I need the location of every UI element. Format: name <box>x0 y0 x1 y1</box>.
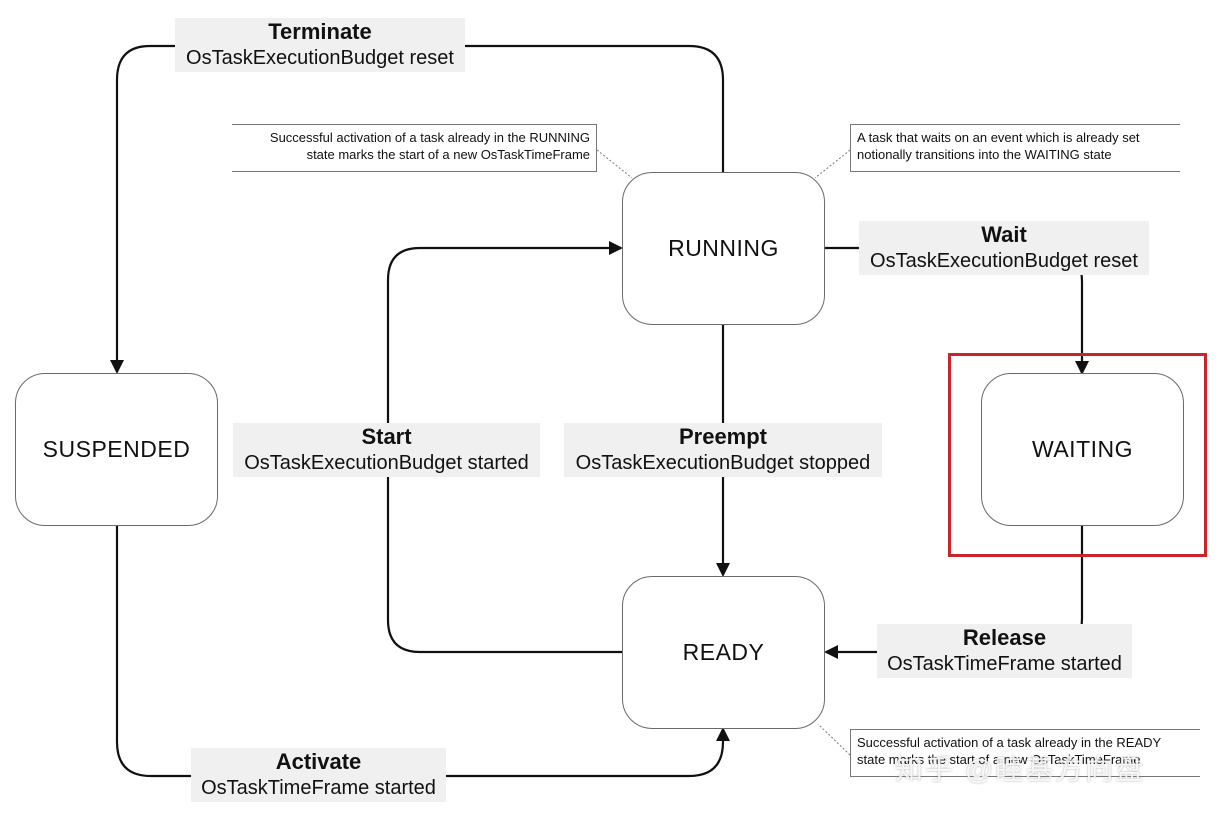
label-wait: Wait OsTaskExecutionBudget reset <box>859 221 1149 275</box>
label-release-title: Release <box>962 625 1047 650</box>
note-running-activation-line1: Successful activation of a task already … <box>269 130 590 145</box>
note-wait-event-line1: A task that waits on an event which is a… <box>857 130 1140 145</box>
note-wait-event: A task that waits on an event which is a… <box>850 124 1180 172</box>
note-leader-ready <box>817 723 851 756</box>
label-terminate-title: Terminate <box>268 19 372 44</box>
note-ready-activation: Successful activation of a task already … <box>850 729 1200 777</box>
state-waiting: WAITING <box>981 373 1184 526</box>
label-release-sub: OsTaskTimeFrame started <box>887 653 1122 675</box>
label-terminate: Terminate OsTaskExecutionBudget reset <box>175 18 465 72</box>
note-running-activation-line2: state marks the start of a new OsTaskTim… <box>306 147 590 162</box>
label-preempt: Preempt OsTaskExecutionBudget stopped <box>564 423 882 477</box>
state-suspended: SUSPENDED <box>15 373 218 526</box>
label-start-sub: OsTaskExecutionBudget started <box>244 452 529 474</box>
label-preempt-title: Preempt <box>678 424 768 449</box>
waiting-highlight-box <box>948 353 1207 557</box>
label-terminate-sub: OsTaskExecutionBudget reset <box>186 47 454 69</box>
label-activate-title: Activate <box>275 749 362 774</box>
state-ready: READY <box>622 576 825 729</box>
label-wait-title: Wait <box>981 222 1027 247</box>
note-ready-activation-line2: state marks the start of a new OsTaskTim… <box>857 752 1141 767</box>
note-wait-event-line2: notionally transitions into the WAITING … <box>857 147 1112 162</box>
watermark-text: 知乎 @睦基方向盘 <box>895 754 1146 785</box>
note-leader-running <box>596 149 633 179</box>
label-activate-sub: OsTaskTimeFrame started <box>201 777 436 799</box>
state-running: RUNNING <box>622 172 825 325</box>
label-release: Release OsTaskTimeFrame started <box>877 624 1132 678</box>
note-leader-wait <box>814 149 851 179</box>
label-start: Start OsTaskExecutionBudget started <box>233 423 540 477</box>
note-running-activation: Successful activation of a task already … <box>232 124 597 172</box>
label-activate: Activate OsTaskTimeFrame started <box>191 748 446 802</box>
label-start-title: Start <box>361 424 412 449</box>
note-ready-activation-line1: Successful activation of a task already … <box>857 735 1162 750</box>
label-wait-sub: OsTaskExecutionBudget reset <box>870 250 1138 272</box>
label-preempt-sub: OsTaskExecutionBudget stopped <box>575 452 871 474</box>
